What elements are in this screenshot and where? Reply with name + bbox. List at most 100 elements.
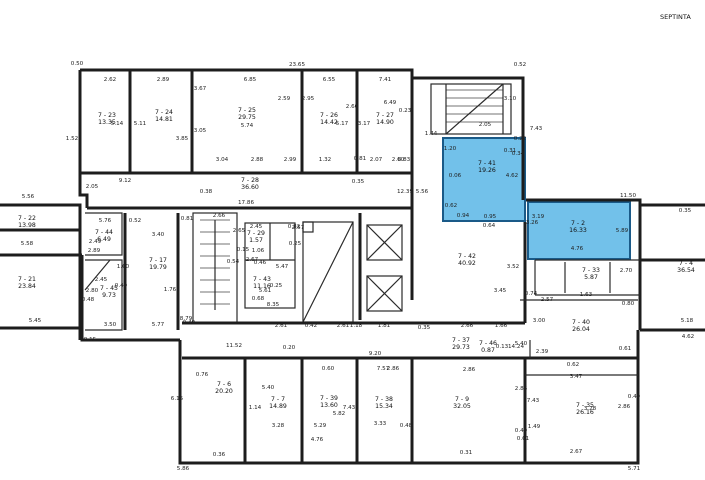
dimension-label: 1.06 <box>252 248 265 254</box>
room-number-7-23: 7 - 23 <box>98 112 116 119</box>
dimension-label: 3.47 <box>570 374 583 380</box>
dimension-label: 0.40 <box>115 283 128 289</box>
dimension-label: 3.45 <box>494 288 507 294</box>
room-area-7-6: 20.20 <box>215 388 233 395</box>
room-number-7-41: 7 - 41 <box>478 160 496 167</box>
dimension-label: 2.60 <box>392 157 405 163</box>
dimension-label: 5.17 <box>336 121 349 127</box>
dimension-label: 5.45 <box>29 318 42 324</box>
dimension-label: 7.43 <box>530 126 543 132</box>
dimension-label: 2.65 <box>233 228 246 234</box>
dimension-label: 0.15 <box>237 247 250 253</box>
highlight-room-7-41[interactable] <box>442 137 526 222</box>
dimension-label: 0.61 <box>517 436 530 442</box>
dimension-label: 2.67 <box>570 449 583 455</box>
dimension-label: 0.35 <box>352 179 365 185</box>
room-area-7-37: 29.73 <box>452 344 470 351</box>
dimension-label: 2.86 <box>618 404 631 410</box>
dimension-label: 1.32 <box>319 157 331 163</box>
dimension-label: 6.55 <box>323 77 336 83</box>
dimension-label: 2.62 <box>104 77 116 83</box>
dimension-label: 3.33 <box>374 421 387 427</box>
room-area-7-25: 29.75 <box>238 114 256 121</box>
dimension-label: 2.57 <box>292 225 305 231</box>
dimension-label: 5.56 <box>416 189 429 195</box>
dimension-label: 6.15 <box>171 396 184 402</box>
dimension-label: 6.85 <box>244 77 257 83</box>
highlight-room-7-2[interactable] <box>527 201 631 260</box>
room-number-7-43: 7 - 43 <box>253 276 271 283</box>
dimension-label: 2.61 <box>275 323 288 329</box>
room-area-7-22: 13.98 <box>18 222 36 229</box>
dimension-label: 1.81 <box>378 323 391 329</box>
room-area-7-24: 14.81 <box>155 116 173 123</box>
room-area-7-35: 26.16 <box>576 409 594 416</box>
room-area-7-41: 19.26 <box>478 167 496 174</box>
dimension-label: 2.49 <box>89 239 102 245</box>
dimension-label: 2.86 <box>515 386 528 392</box>
dimension-label: 0.48 <box>400 423 413 429</box>
dimension-label: 0.68 <box>252 296 265 302</box>
dimension-label: 0.22 <box>514 136 526 142</box>
dimension-label: 0.74 <box>525 291 538 297</box>
dimension-label: 8.83 <box>398 157 411 163</box>
dimension-label: 5.82 <box>333 411 345 417</box>
room-number-7-45: 7 - 45 <box>100 285 118 292</box>
dimension-label: 0.31 <box>504 148 517 154</box>
dimension-label: 2.99 <box>284 157 297 163</box>
dimension-label: 2.61 <box>337 323 350 329</box>
room-number-7-37: 7 - 37 <box>452 337 470 344</box>
dimension-label: 1.20 <box>444 146 457 152</box>
dimension-label: 2.66 <box>461 323 474 329</box>
room-area-7-23: 13.35 <box>98 119 116 126</box>
dimension-label: 2.57 <box>541 297 554 303</box>
room-area-7-26: 14.42 <box>320 119 338 126</box>
dimension-label: 5.71 <box>628 466 641 472</box>
dimension-label: 8.79 <box>180 316 193 322</box>
dimension-label: 2.86 <box>463 367 476 373</box>
interior-walls <box>0 70 640 463</box>
dimension-label: 0.81 <box>354 156 367 162</box>
room-number-7-39: 7 - 39 <box>320 395 338 402</box>
room-number-7-40: 7 - 40 <box>572 319 590 326</box>
dimension-label: 5.47 <box>276 264 289 270</box>
dimension-label: 5.58 <box>21 241 34 247</box>
dimension-label: 0.95 <box>484 214 497 220</box>
dimension-label: 0.15 <box>84 337 97 343</box>
dimension-label: 5.77 <box>152 322 165 328</box>
dimension-label: 0.35 <box>679 208 692 214</box>
dimension-label: 7.57 <box>377 366 390 372</box>
dimension-label: 5.40 <box>515 341 528 347</box>
dimension-label: 7.43 <box>527 398 540 404</box>
dimension-label: 3.17 <box>358 121 371 127</box>
room-number-7-42: 7 - 42 <box>458 253 476 260</box>
dimension-label: 4.76 <box>571 246 584 252</box>
dimension-label: 2.59 <box>278 96 291 102</box>
room-number-7-6: 7 - 6 <box>217 381 231 388</box>
dimension-label: 5.56 <box>22 194 35 200</box>
room-number-7-22: 7 - 22 <box>18 215 36 222</box>
dimension-label: 1.60 <box>117 264 130 270</box>
room-number-7-26: 7 - 26 <box>320 112 338 119</box>
dimension-label: 0.76 <box>196 372 209 378</box>
dimension-label: 2.80 <box>86 288 99 294</box>
room-number-7-29: 7 - 29 <box>247 230 265 237</box>
room-area-7-38: 15.34 <box>375 403 393 410</box>
dimension-label: 7.43 <box>343 405 356 411</box>
dimension-label: 3.85 <box>176 136 189 142</box>
dimension-label: 5.11 <box>134 121 147 127</box>
room-area-7-4: 36.54 <box>677 267 695 274</box>
dimension-label: 5.18 <box>681 318 694 324</box>
dimension-label: 3.04 <box>216 157 229 163</box>
room-area-7-40: 26.04 <box>572 326 590 333</box>
dimension-label: 1.63 <box>580 292 593 298</box>
room-area-7-17: 19.79 <box>149 264 167 271</box>
dimension-label: 3.67 <box>194 86 207 92</box>
dimension-label: 0.94 <box>457 213 470 219</box>
room-number-7-21: 7 - 21 <box>18 276 36 283</box>
dimension-label: 2.95 <box>302 96 315 102</box>
dimension-label: 2.67 <box>246 257 259 263</box>
room-number-7-28: 7 - 28 <box>241 177 259 184</box>
dimension-label: 11.50 <box>620 193 636 199</box>
room-area-7-29: 1.57 <box>249 237 263 244</box>
